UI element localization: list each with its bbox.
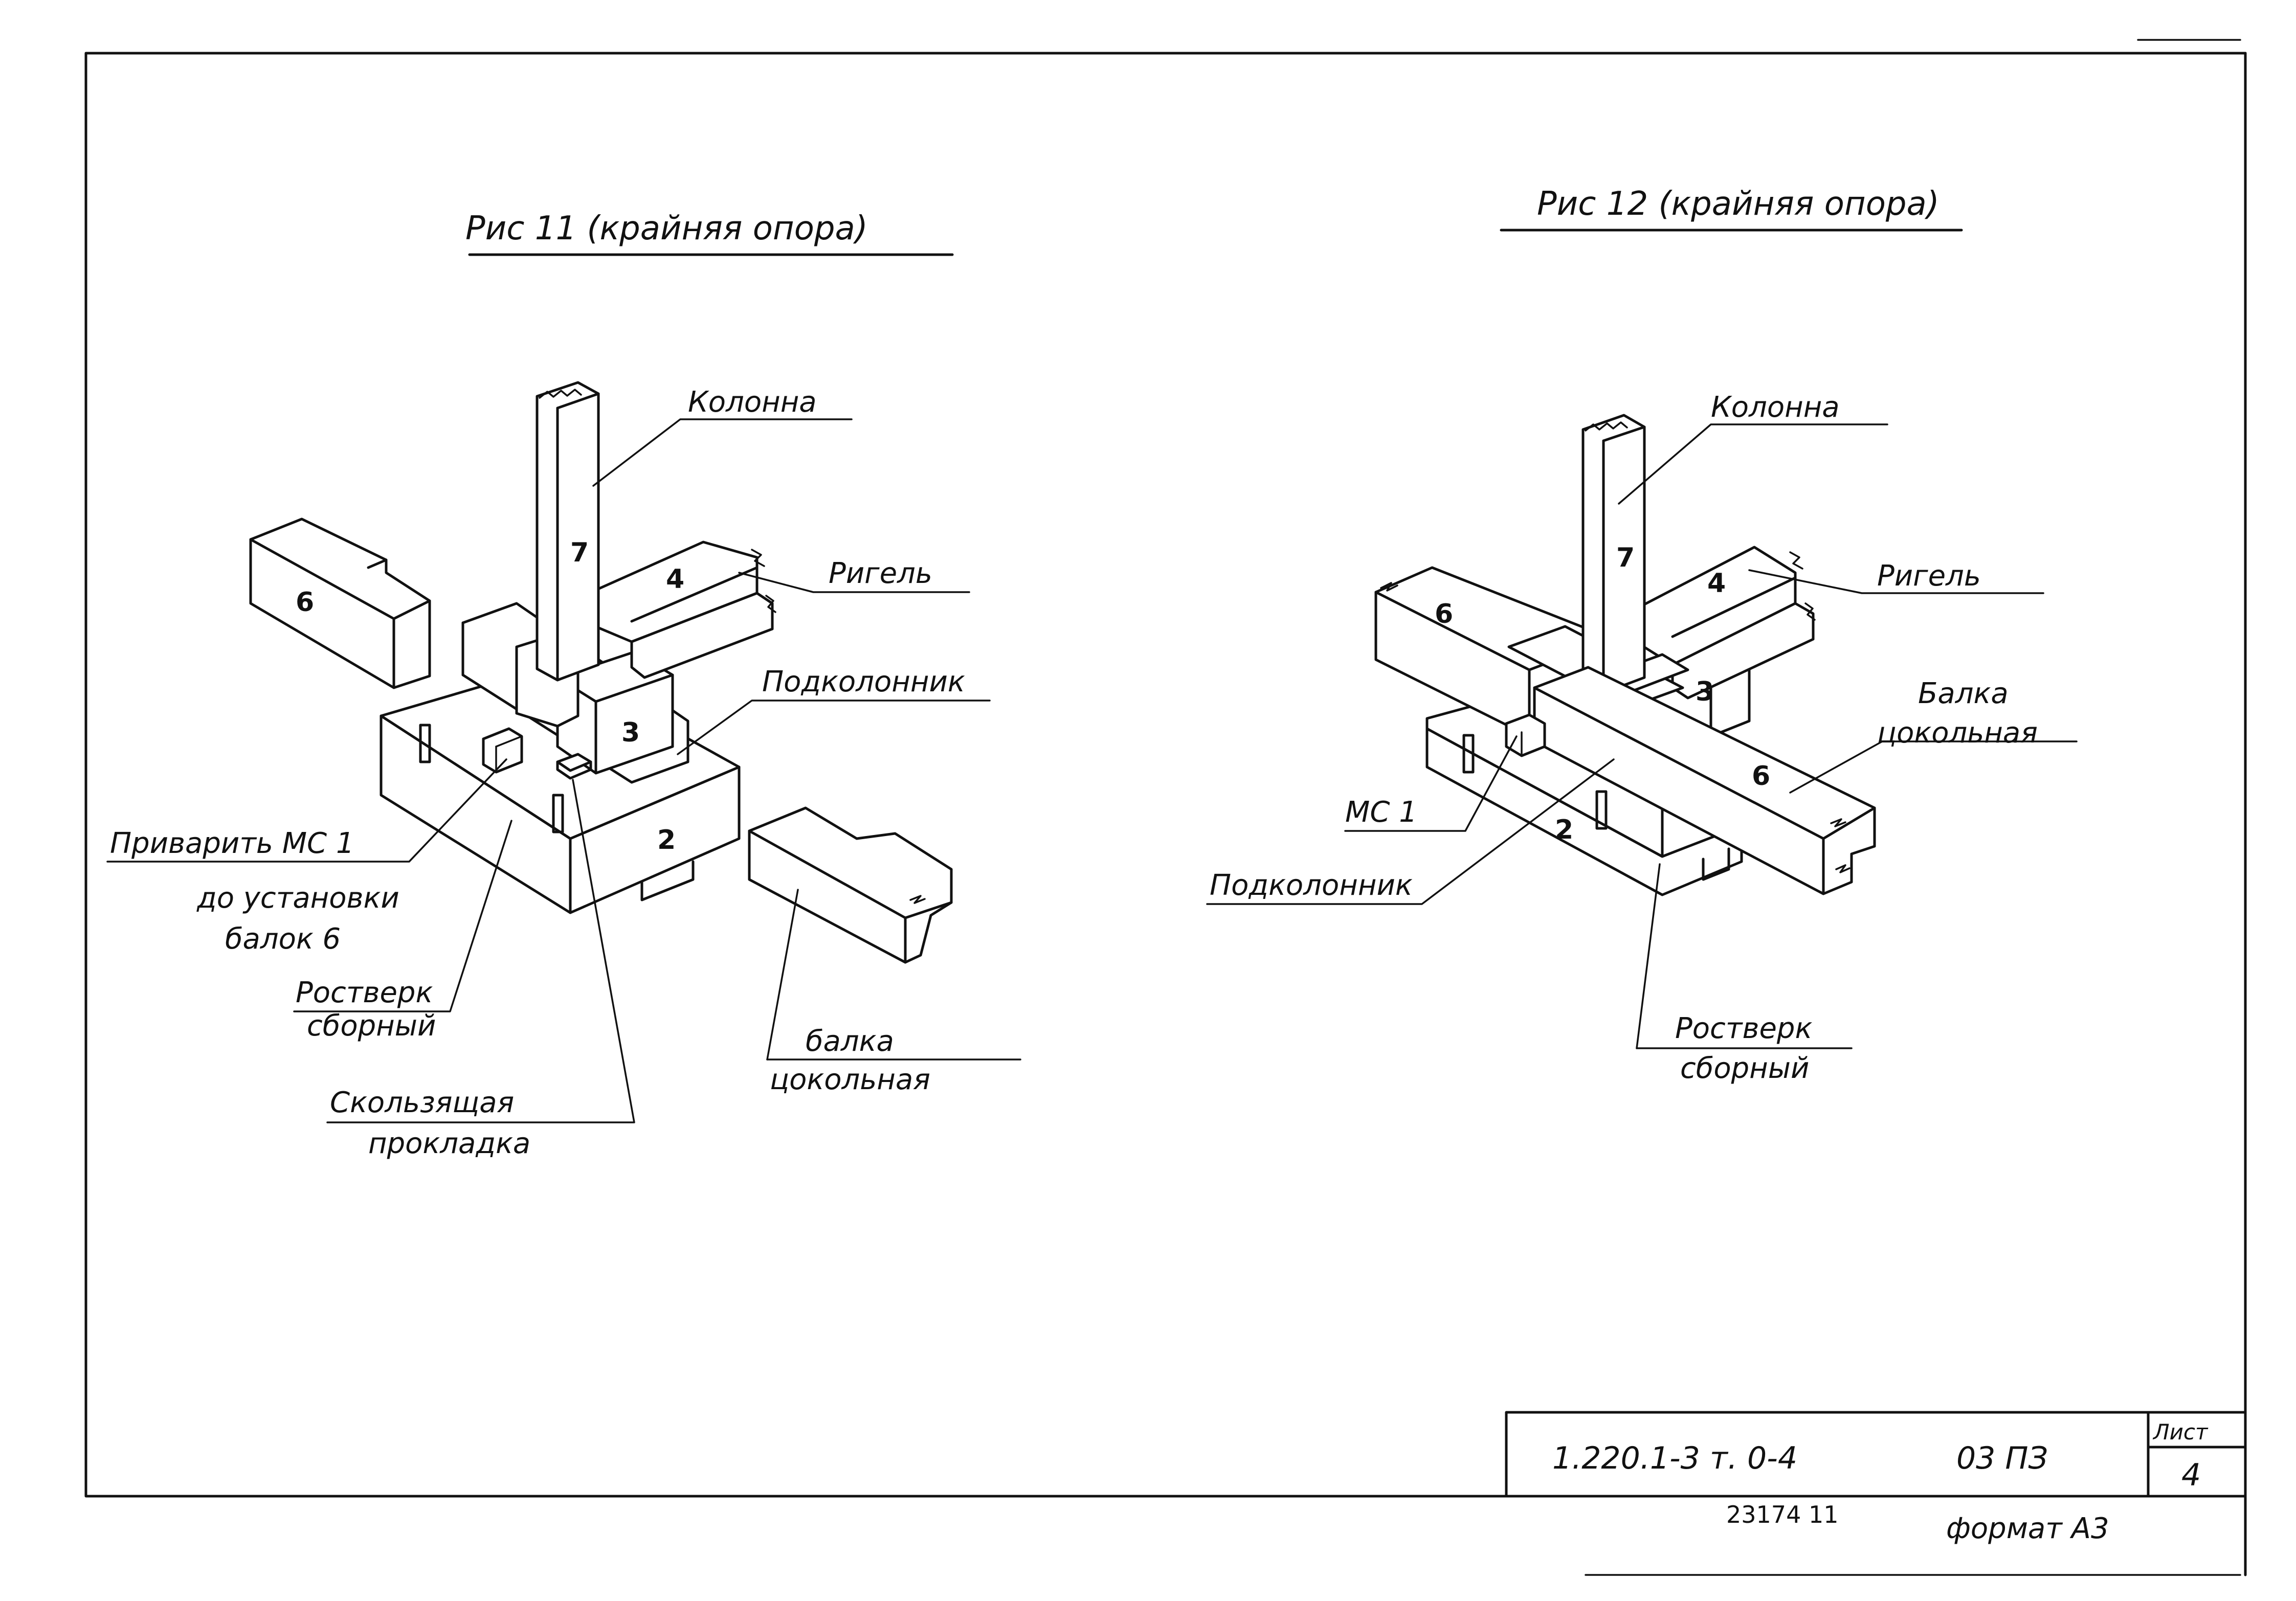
label-crossbar-right: Ригель xyxy=(1877,559,1981,593)
plinth-beam-right xyxy=(748,806,953,964)
label-weld-line3: балок 6 xyxy=(225,922,341,956)
mark-3: 3 xyxy=(621,717,640,748)
column-7-right xyxy=(1581,414,1646,694)
mark-4-right: 4 xyxy=(1707,568,1726,599)
label-crossbar: Ригель xyxy=(829,557,932,590)
crossbar-4-right xyxy=(1630,546,1816,700)
label-subcolumn: Подколонник xyxy=(762,665,965,698)
weld-plate-mc1-right xyxy=(1505,713,1546,757)
title-block: 1.220.1-3 т. 0-4 03 ПЗ Лист 4 23174 11 ф… xyxy=(1505,1411,2247,1545)
label-column: Колонна xyxy=(688,386,817,419)
anchor-plate-right-right xyxy=(1595,790,1608,830)
plinth-beam-6-diagonal xyxy=(1533,666,1876,895)
label-grillage-right-line2: сборный xyxy=(1680,1052,1809,1085)
figure-11: Рис 11 (крайняя опора) xyxy=(106,210,1021,1160)
mark-6a-right: 6 xyxy=(1435,599,1453,629)
weld-plate-mc1 xyxy=(482,727,523,774)
anchor-plate-left-right xyxy=(1462,734,1475,774)
sliding-pad xyxy=(556,753,592,780)
paper-format: формат А3 xyxy=(1946,1512,2109,1545)
mark-6: 6 xyxy=(296,587,314,618)
label-weld-line1: Приварить МС 1 xyxy=(110,827,354,860)
figure-11-title: Рис 11 (крайняя опора) xyxy=(465,210,868,247)
grillage-block xyxy=(380,663,741,914)
label-grillage-right-line1: Ростверк xyxy=(1675,1012,1812,1045)
label-beam-right-line2: цокольная xyxy=(1877,716,2038,750)
mark-7: 7 xyxy=(570,537,589,568)
column-7 xyxy=(536,381,600,682)
mark-2: 2 xyxy=(657,825,676,855)
label-mc-right: МС 1 xyxy=(1345,796,1417,829)
volume-code: 03 ПЗ xyxy=(1956,1440,2048,1476)
anchor-plate-right xyxy=(552,794,564,833)
mark-7-right: 7 xyxy=(1616,543,1635,573)
sheet-label: Лист xyxy=(2152,1419,2209,1445)
figure-12-leaders xyxy=(1206,423,2078,1049)
label-pad-line2: прокладка xyxy=(368,1127,530,1160)
sheet-number: 4 xyxy=(2181,1457,2201,1493)
figure-11-leaders xyxy=(106,418,1021,1123)
mark-6b-right: 6 xyxy=(1752,761,1770,792)
designation-code: 1.220.1-3 т. 0-4 xyxy=(1552,1440,1797,1476)
label-column-right: Колонна xyxy=(1711,391,1840,424)
plinth-beam-6-left xyxy=(249,517,431,689)
label-beam-right-line1: Балка xyxy=(1918,677,2009,710)
label-beam-line2: цокольная xyxy=(770,1063,930,1096)
label-subcolumn-right: Подколонник xyxy=(1210,869,1413,902)
label-grillage-line2: сборный xyxy=(307,1009,436,1043)
mark-3-right: 3 xyxy=(1696,677,1714,707)
mark-4: 4 xyxy=(666,564,684,595)
figure-12: Рис 12 (крайняя опора) xyxy=(1206,185,2078,1085)
figure-12-title: Рис 12 (крайняя опора) xyxy=(1537,185,1940,223)
label-grillage-line1: Ростверк xyxy=(296,976,433,1009)
mark-2-right: 2 xyxy=(1555,815,1573,845)
anchor-plate-left xyxy=(419,724,431,763)
crossbar-4 xyxy=(582,540,776,679)
inventory-number: 23174 11 xyxy=(1726,1501,1839,1528)
label-beam-line1: балка xyxy=(806,1025,894,1058)
label-pad-line1: Скользящая xyxy=(330,1086,514,1119)
label-weld-line2: до установки xyxy=(196,882,399,915)
